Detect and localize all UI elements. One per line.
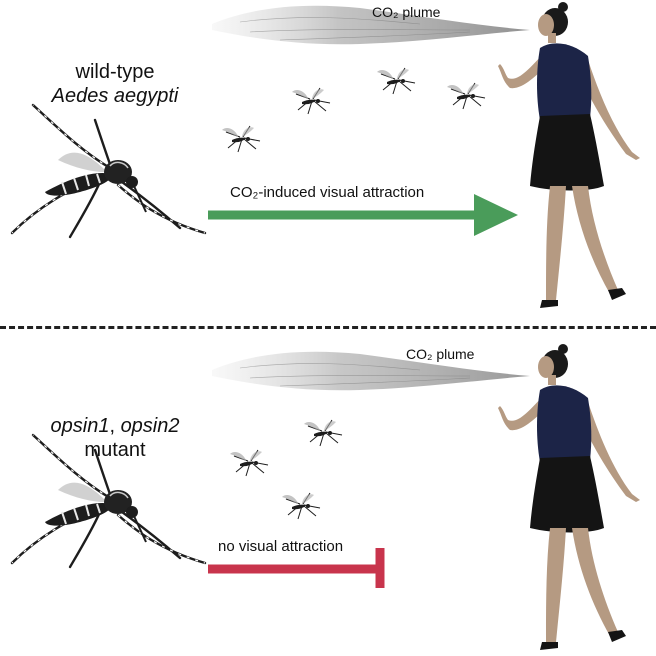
woman-figure (498, 2, 640, 308)
panel-divider (0, 326, 656, 329)
wild-type-mosquito (10, 103, 207, 239)
wild-type-label: wild-type Aedes aegypti (40, 60, 190, 108)
small-mosquito (303, 419, 343, 447)
top-panel (10, 2, 640, 308)
strain-name: wild-type (75, 61, 155, 83)
small-mosquito (291, 87, 331, 115)
co2-plume-label: CO₂ plume (372, 4, 441, 20)
small-mosquito (281, 492, 321, 520)
attraction-arrowhead (474, 194, 518, 236)
co2-plume (212, 351, 530, 391)
small-mosquito (221, 125, 261, 153)
small-mosquito (376, 67, 416, 95)
mutant-label: opsin1, opsin2 mutant (25, 414, 205, 462)
mutant-word: mutant (84, 439, 146, 461)
woman-figure (498, 344, 640, 650)
no-attraction-label: no visual attraction (218, 538, 344, 555)
co2-plume (212, 5, 530, 45)
co2-plume-label: CO₂ plume (406, 346, 475, 362)
gene-separator: , (109, 415, 121, 437)
gene-opsin2: opsin2 (120, 415, 180, 437)
attraction-label: CO₂-induced visual attraction (230, 184, 425, 201)
bottom-panel (10, 344, 640, 650)
small-mosquito (446, 82, 486, 110)
gene-opsin1: opsin1 (50, 415, 110, 437)
species-name: Aedes aegypti (51, 85, 179, 107)
small-mosquito (229, 449, 269, 477)
genotype-name: opsin1, opsin2 (25, 414, 205, 438)
